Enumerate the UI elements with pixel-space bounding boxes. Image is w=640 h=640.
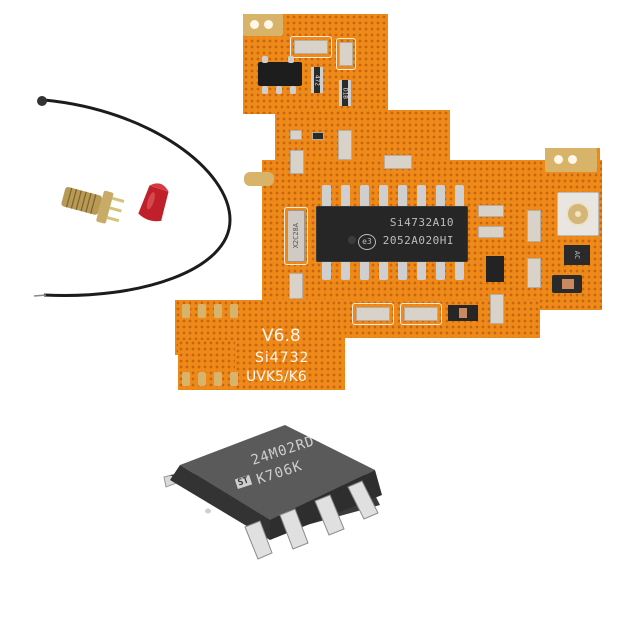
- eeprom-chip-24m02: 24M02RD ST K706K: [150, 415, 400, 565]
- resistor-d1b: D1B: [339, 80, 351, 106]
- pcb-chip-label: Si4732: [255, 350, 310, 366]
- capacitor: [312, 132, 324, 140]
- crystal-label: X2C28A: [292, 223, 300, 249]
- main-ic-line2: 2052A020HI: [382, 234, 454, 247]
- sot23-ic-ac: AC: [564, 245, 590, 265]
- capacitor: [290, 150, 304, 174]
- capacitor: [290, 130, 302, 140]
- capacitor: [490, 294, 504, 324]
- capacitor: [404, 307, 438, 321]
- capacitor: [294, 40, 328, 54]
- capacitor: [384, 155, 412, 169]
- pcb-model-label: UVK5/K6: [246, 369, 307, 385]
- pcb-version-label: V6.8: [262, 326, 301, 346]
- capacitor: [339, 42, 353, 66]
- ipex-antenna-connector: [557, 192, 599, 236]
- si4732-main-ic: Si4732A10 e3 2052A020HI: [316, 206, 468, 262]
- capacitor: [527, 258, 541, 288]
- capacitor: [478, 205, 504, 217]
- diode: [448, 305, 478, 321]
- capacitor: [527, 210, 541, 242]
- pin1-dot: [348, 236, 356, 244]
- capacitor: [289, 273, 303, 299]
- crystal-oscillator: X2C28A: [287, 210, 305, 262]
- red-dust-cap: [137, 178, 173, 224]
- gold-tab-top: [243, 14, 283, 36]
- capacitor: [478, 226, 504, 238]
- capacitor: [338, 130, 352, 160]
- sot23-transistor: [258, 62, 302, 86]
- inductor: [552, 275, 582, 293]
- gold-tab-right: [545, 148, 597, 172]
- capacitor: [356, 307, 390, 321]
- resistor-472: 472: [311, 67, 323, 93]
- sma-connector: [58, 182, 128, 228]
- e3-logo-icon: e3: [358, 234, 376, 250]
- solder-pad-crystal: [244, 172, 274, 186]
- transistor-small: [486, 256, 504, 282]
- main-ic-line1: Si4732A10: [389, 216, 454, 229]
- ac-label: AC: [573, 250, 581, 260]
